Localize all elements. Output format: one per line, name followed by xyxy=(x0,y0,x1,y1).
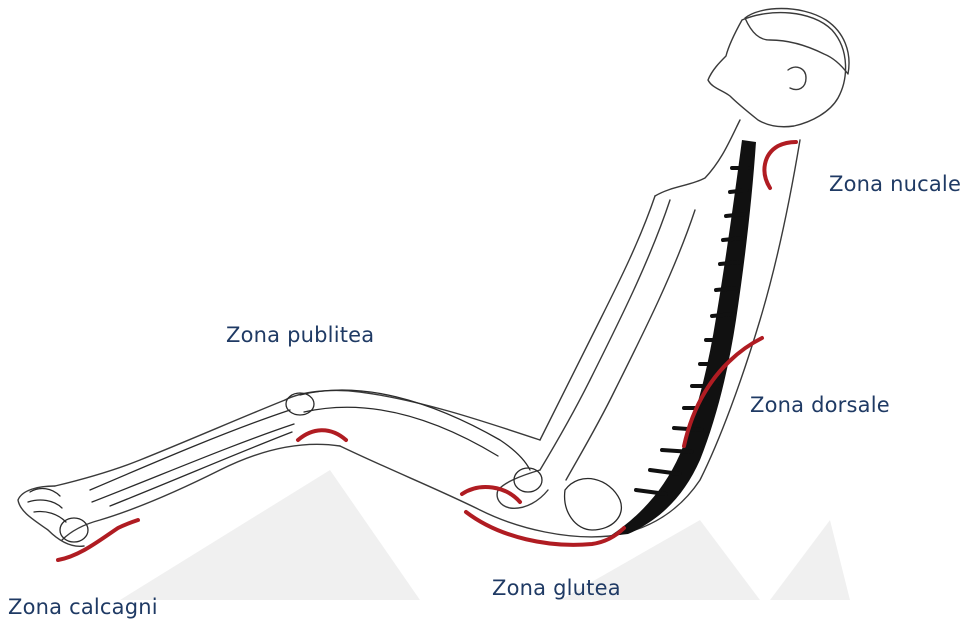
pressure-zone-glutea xyxy=(466,512,624,545)
spine xyxy=(610,140,756,536)
label-zona-dorsale: Zona dorsale xyxy=(750,395,890,416)
pressure-zone-publitea xyxy=(298,430,346,440)
pressure-zone-calcagni xyxy=(58,520,138,560)
label-zona-publitea: Zona publitea xyxy=(226,325,374,346)
pressure-zone-nucale xyxy=(764,142,796,188)
label-zona-calcagni: Zona calcagni xyxy=(8,597,158,618)
label-zona-glutea: Zona glutea xyxy=(492,578,621,599)
pressure-zone-glutea-upper xyxy=(462,487,520,502)
seat-shadow xyxy=(120,470,850,600)
pressure-zones xyxy=(58,142,796,560)
label-zona-nucale: Zona nucale xyxy=(829,174,961,195)
